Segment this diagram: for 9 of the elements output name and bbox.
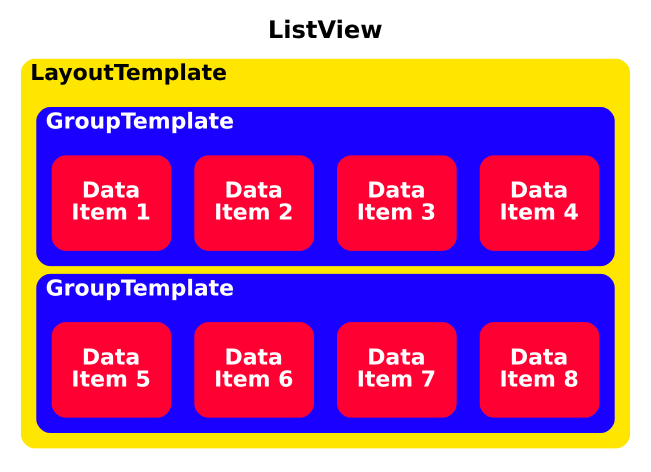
node-box: Data Item 3 [337,155,457,251]
node-box: Data Item 7 [337,322,457,418]
node-box: Data Item 2 [194,155,314,251]
node-box: Data Item 4 [480,155,600,251]
diagram-title: ListView [268,16,383,44]
node-box: Data Item 1 [52,155,172,251]
node-box: Data Item 5 [52,322,172,418]
node-box: Data Item 8 [480,322,600,418]
node-box: Data Item 6 [194,322,314,418]
